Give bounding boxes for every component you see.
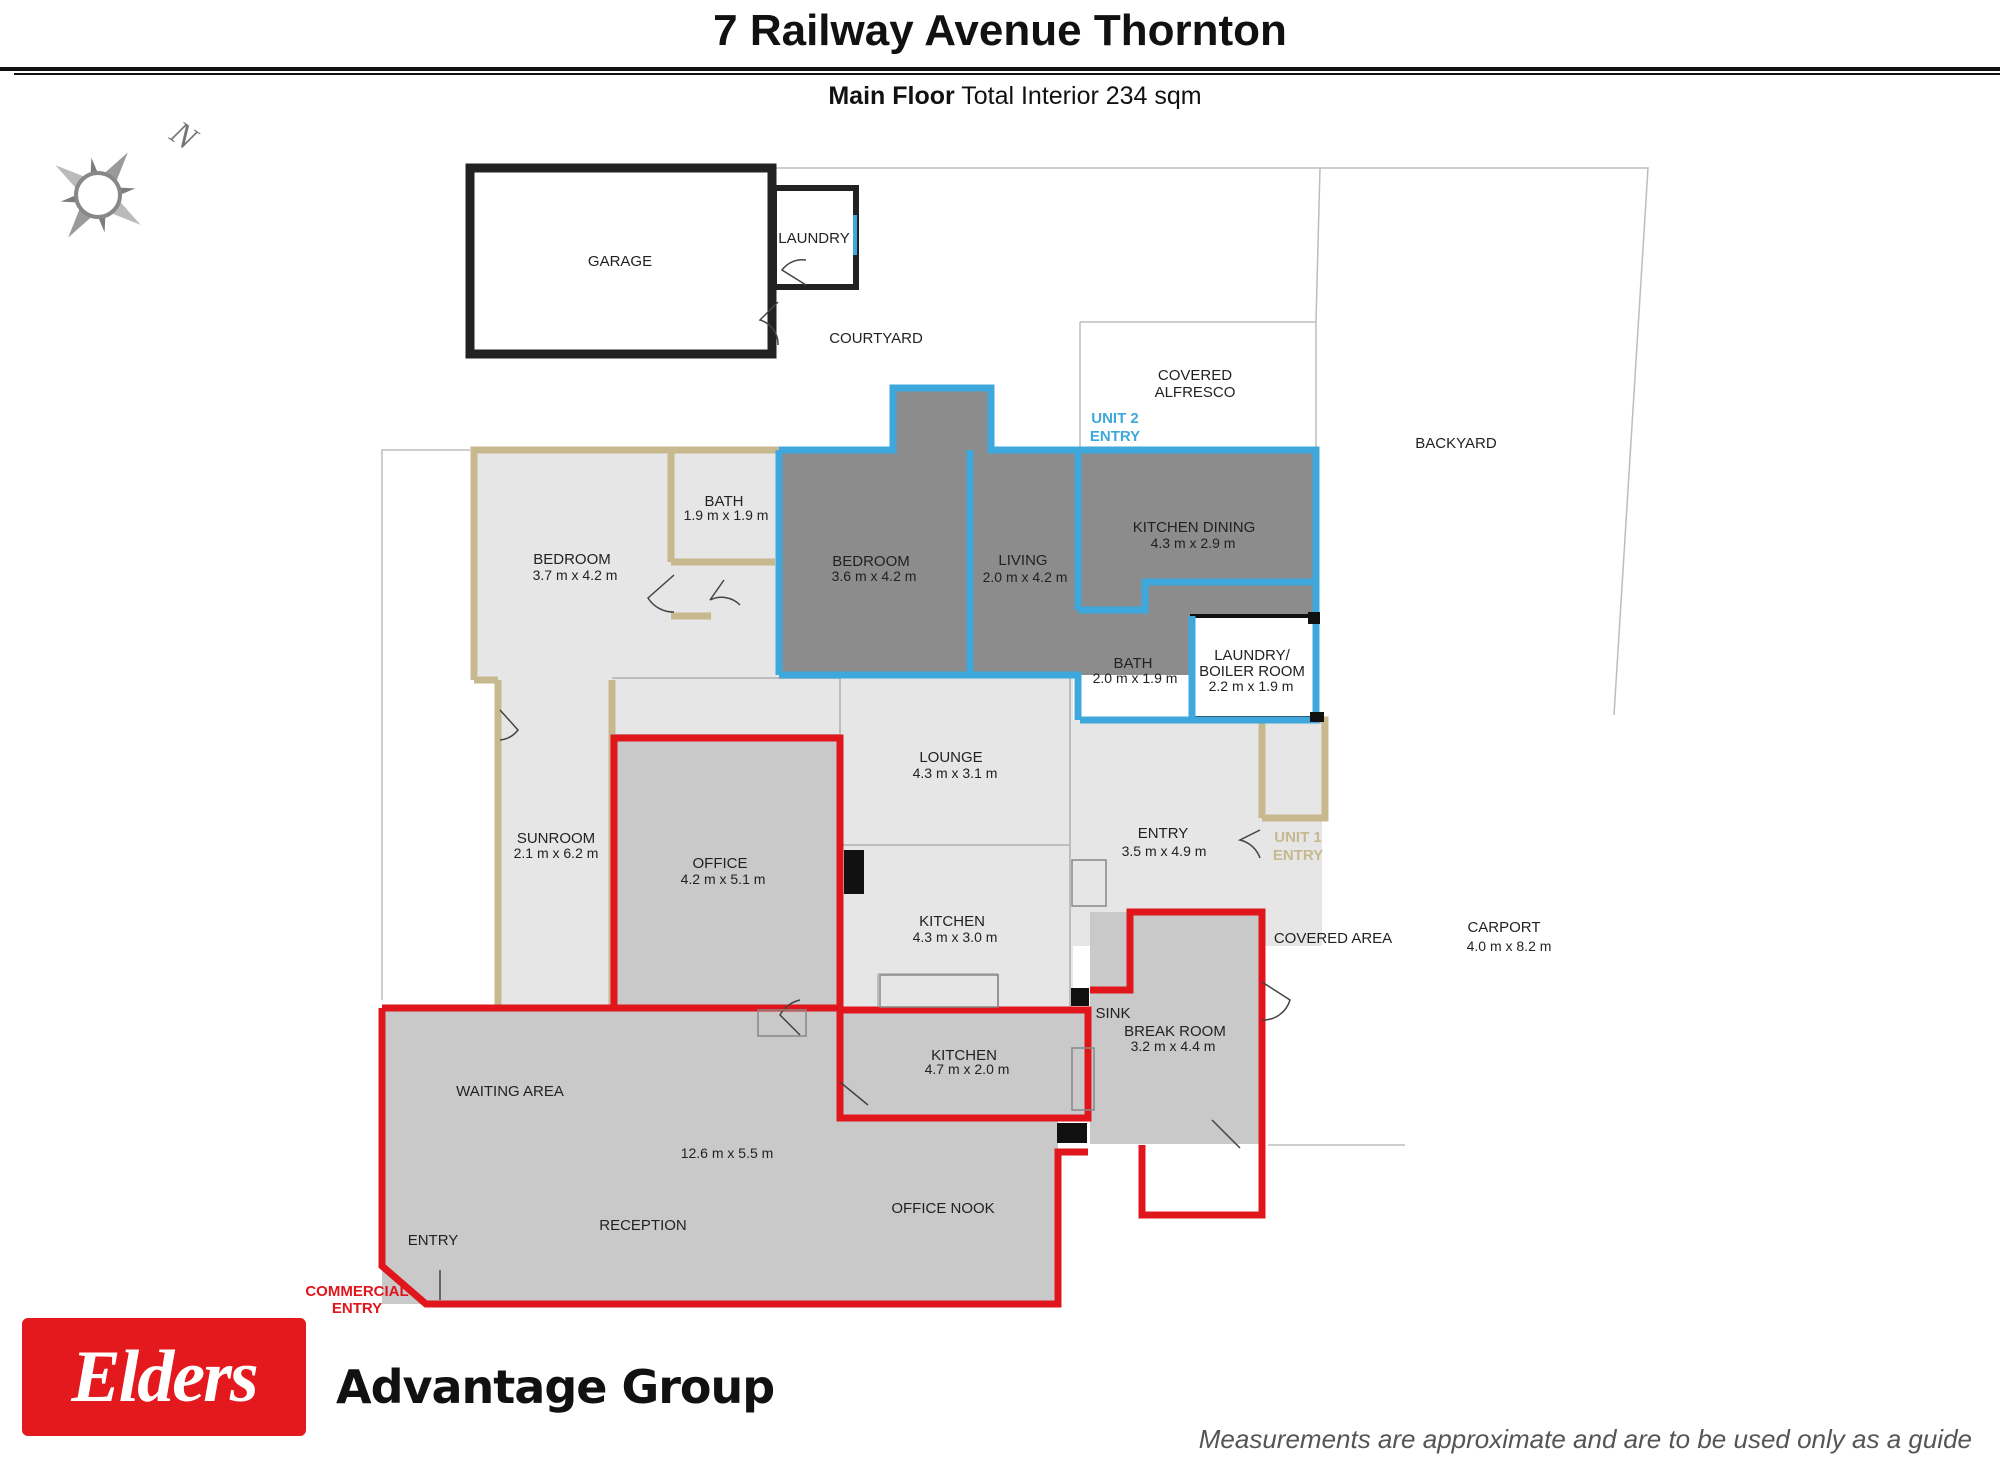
elders-logo: Elders	[22, 1318, 306, 1436]
dim-bedroom2: 3.6 m x 4.2 m	[832, 568, 917, 584]
label-commercial-entry-1: COMMERCIAL	[305, 1283, 408, 1300]
label-courtyard: COURTYARD	[829, 330, 923, 347]
label-reception: RECEPTION	[599, 1217, 687, 1234]
compass-rose-icon	[55, 152, 141, 238]
title-rule	[0, 67, 2000, 71]
label-unit1-entry-2: ENTRY	[1273, 847, 1323, 864]
brand-name: Advantage Group	[336, 1360, 775, 1414]
label-kitchen-dining: KITCHEN DINING	[1133, 519, 1256, 536]
dim-bath1: 1.9 m x 1.9 m	[684, 507, 769, 523]
commercial-walls	[378, 734, 1266, 1308]
title-rule-thin	[14, 73, 2000, 75]
page-title: 7 Railway Avenue Thornton	[713, 6, 1287, 55]
label-bedroom2: BEDROOM	[832, 553, 910, 570]
label-covered-alfresco-1: COVERED	[1158, 367, 1232, 384]
door-swings	[439, 258, 1291, 1300]
label-unit1-entry-1: UNIT 1	[1274, 829, 1322, 846]
disclaimer: Measurements are approximate and are to …	[1198, 1424, 1972, 1454]
garage	[465, 163, 777, 359]
label-covered-area: COVERED AREA	[1274, 930, 1392, 947]
label-laundry-boiler-1: LAUNDRY/	[1214, 647, 1290, 664]
dim-office: 4.2 m x 5.1 m	[681, 871, 766, 887]
label-waiting-area: WAITING AREA	[456, 1083, 564, 1100]
label-kitchen1: KITCHEN	[919, 913, 985, 930]
label-backyard: BACKYARD	[1415, 435, 1497, 452]
dim-laundry-boiler: 2.2 m x 1.9 m	[1209, 678, 1294, 694]
label-office: OFFICE	[693, 855, 748, 872]
stairs	[757, 859, 1107, 1111]
dim-bath2: 2.0 m x 1.9 m	[1093, 670, 1178, 686]
label-sink: SINK	[1095, 1005, 1130, 1022]
dim-living: 2.0 m x 4.2 m	[983, 569, 1068, 585]
floor-caption: Main Floor Total Interior 234 sqm	[0, 82, 2000, 111]
label-bedroom1: BEDROOM	[533, 551, 611, 568]
label-covered-alfresco-2: ALFRESCO	[1155, 384, 1236, 401]
elders-logo-text: Elders	[71, 1336, 258, 1418]
laundry-outbuilding	[771, 185, 859, 290]
label-kitchen2: KITCHEN	[931, 1047, 997, 1064]
label-laundry-outbuilding: LAUNDRY	[778, 230, 849, 247]
north-label: N	[163, 114, 206, 159]
dim-kitchen2: 4.7 m x 2.0 m	[925, 1061, 1010, 1077]
label-commercial-entry-2: ENTRY	[332, 1300, 382, 1317]
label-entry-unit: ENTRY	[1138, 825, 1189, 842]
floor-area: Total Interior 234 sqm	[961, 82, 1202, 110]
dim-entry-unit: 3.5 m x 4.9 m	[1122, 843, 1207, 859]
label-bath1: BATH	[705, 493, 744, 510]
floor-name: Main Floor	[828, 82, 955, 110]
dim-bedroom1: 3.7 m x 4.2 m	[533, 567, 618, 583]
dim-break-room: 3.2 m x 4.4 m	[1131, 1038, 1216, 1054]
dim-kitchen-dining: 4.3 m x 2.9 m	[1151, 535, 1236, 551]
label-bath2: BATH	[1114, 655, 1153, 672]
dim-carport: 4.0 m x 8.2 m	[1467, 938, 1552, 954]
dim-lounge: 4.3 m x 3.1 m	[913, 765, 998, 781]
label-sunroom: SUNROOM	[517, 830, 595, 847]
property-boundary	[381, 167, 1649, 1146]
dim-reception: 12.6 m x 5.5 m	[681, 1145, 774, 1161]
dim-sunroom: 2.1 m x 6.2 m	[514, 845, 599, 861]
label-unit2-entry-1: UNIT 2	[1091, 410, 1139, 427]
label-carport: CARPORT	[1467, 919, 1540, 936]
label-lounge: LOUNGE	[919, 749, 982, 766]
label-entry-commercial: ENTRY	[408, 1232, 459, 1249]
dim-kitchen1: 4.3 m x 3.0 m	[913, 929, 998, 945]
label-office-nook: OFFICE NOOK	[891, 1200, 994, 1217]
label-living: LIVING	[998, 552, 1047, 569]
label-unit2-entry-2: ENTRY	[1090, 428, 1140, 445]
label-laundry-boiler-2: BOILER ROOM	[1199, 663, 1305, 680]
label-garage: GARAGE	[588, 253, 652, 270]
label-break-room: BREAK ROOM	[1124, 1023, 1226, 1040]
